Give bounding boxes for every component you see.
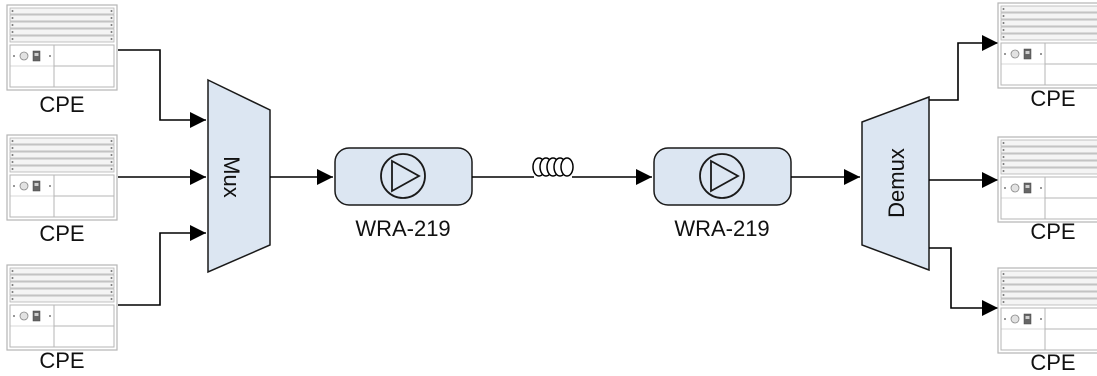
cpe-equipment-icon <box>6 134 118 221</box>
amplifier-2 <box>653 147 792 206</box>
connector-input-1 <box>118 49 206 128</box>
connector-output-3 <box>929 247 998 316</box>
cpe-label-output-3: CPE <box>1030 350 1075 375</box>
cpe-equipment-icon <box>6 4 118 91</box>
amplifier-1 <box>334 147 473 206</box>
mux-block: Mux <box>207 78 271 274</box>
amplifier-triangle-icon <box>699 153 745 199</box>
mux-trapezoid <box>207 78 271 274</box>
demux-trapezoid <box>861 95 930 272</box>
cpe-device-input-3 <box>6 264 118 351</box>
cpe-device-input-2 <box>6 134 118 221</box>
cpe-equipment-icon <box>997 267 1097 354</box>
connector-input-3 <box>118 225 206 306</box>
cpe-label-input-2: CPE <box>39 221 84 246</box>
cpe-device-output-3 <box>997 267 1097 354</box>
amplifier-1-label: WRA-219 <box>355 216 450 241</box>
amplifier-triangle-icon <box>380 153 426 199</box>
cpe-device-output-2 <box>997 136 1097 223</box>
cpe-device-input-1 <box>6 4 118 91</box>
cpe-device-output-1 <box>997 2 1097 89</box>
amplifier-2-label: WRA-219 <box>674 216 769 241</box>
cpe-label-input-3: CPE <box>39 348 84 373</box>
connector-output-1 <box>929 35 998 101</box>
cpe-equipment-icon <box>6 264 118 351</box>
cpe-label-output-2: CPE <box>1030 219 1075 244</box>
mux-label: Mux <box>219 156 244 198</box>
cpe-equipment-icon <box>997 2 1097 89</box>
cpe-label-input-1: CPE <box>39 92 84 117</box>
demux-block: Demux <box>861 95 930 272</box>
cpe-label-output-1: CPE <box>1030 86 1075 111</box>
fiber-spool-icon <box>532 157 574 177</box>
demux-label: Demux <box>884 148 909 218</box>
cpe-equipment-icon <box>997 136 1097 223</box>
